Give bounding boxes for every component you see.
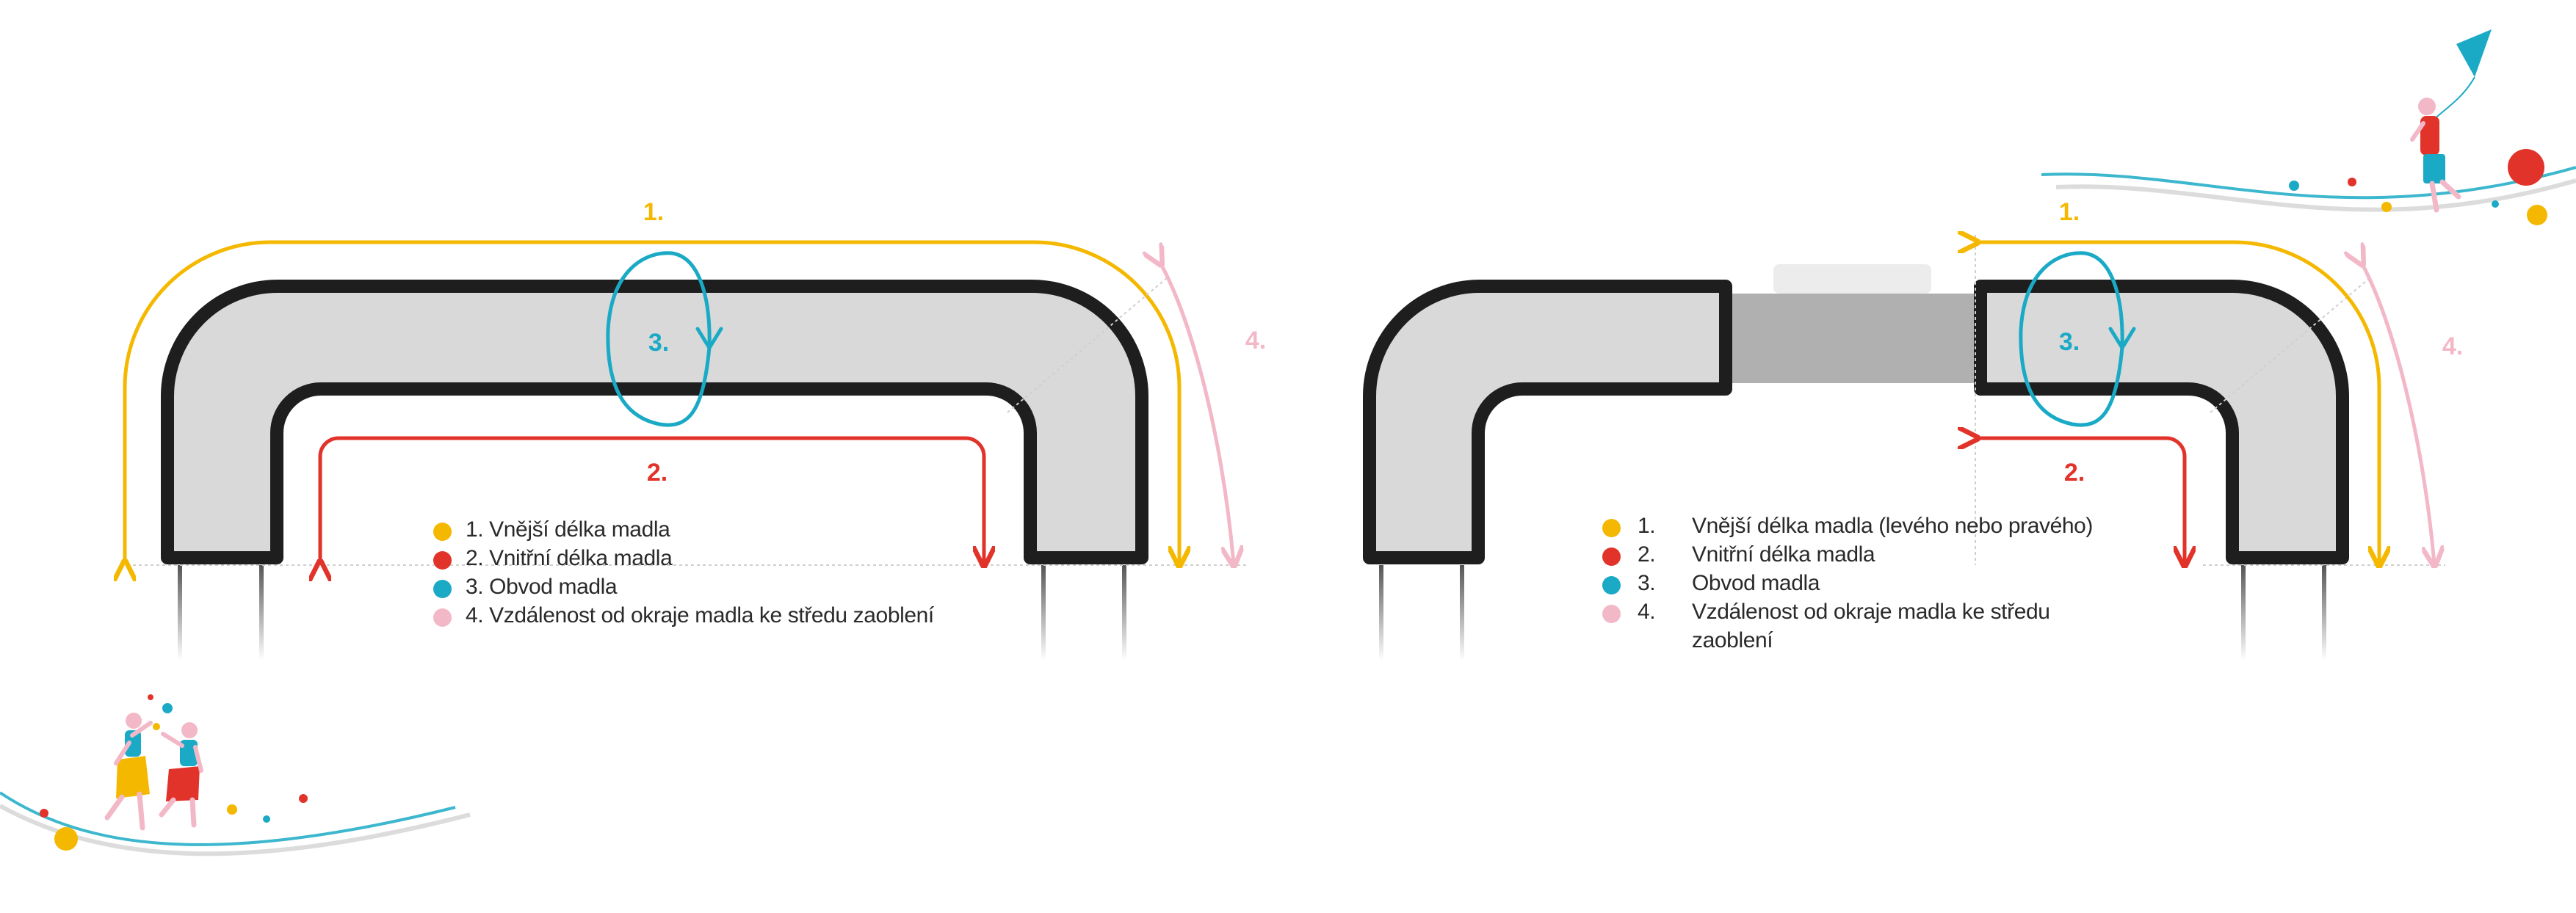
outer-color-dot	[1602, 519, 1621, 537]
left-handle-supports	[178, 565, 1126, 661]
left-legend: 1. Vnější délka madla 2. Vnitřní délka m…	[433, 517, 947, 632]
right-legend-label: Vnější délka madla (levého nebo pravého)	[1692, 514, 2094, 538]
right-legend: 1. Vnější délka madla (levého nebo pravé…	[1602, 514, 2131, 657]
left-legend-item-circumference: 3. Obvod madla	[433, 575, 947, 603]
right-circumference-arrowhead	[2108, 327, 2136, 350]
right-left-handle-segment	[1363, 280, 1732, 564]
right-legend-label: Obvod madla	[1692, 571, 1820, 595]
left-label-outer: 1.	[643, 198, 664, 226]
right-legend-item-circumference: 3. Obvod madla	[1602, 571, 2131, 600]
circumference-color-dot	[433, 580, 452, 598]
inner-color-dot	[433, 551, 452, 570]
right-legend-number: 4.	[1638, 600, 1656, 624]
left-legend-label: 3. Obvod madla	[466, 575, 618, 599]
right-legend-label: Vnitřní délka madla	[1692, 542, 1875, 567]
children-playing-icon	[0, 694, 471, 856]
distance-color-dot	[1602, 605, 1621, 623]
right-label-circumference: 3.	[2059, 328, 2080, 356]
circumference-color-dot	[1602, 576, 1621, 594]
middle-bar	[1729, 294, 1979, 383]
right-legend-number: 3.	[1638, 571, 1656, 595]
left-legend-item-distance: 4. Vzdálenost od okraje madla ke středu …	[433, 603, 947, 632]
right-legend-item-distance: 4. Vzdálenost od okraje madla ke středu	[1602, 600, 2131, 628]
right-handle-supports	[1379, 565, 2326, 661]
left-circumference-arrowhead	[695, 327, 723, 350]
right-legend-label-continuation: zaoblení	[1692, 628, 1773, 652]
left-legend-item-outer: 1. Vnější délka madla	[433, 517, 947, 546]
middle-bar-top	[1773, 264, 1931, 294]
left-legend-label: 1. Vnější délka madla	[466, 517, 670, 542]
left-legend-item-inner: 2. Vnitřní délka madla	[433, 546, 947, 575]
right-handle-diagram: 1. 2. 3. 4.	[1363, 198, 2463, 661]
left-legend-label: 4. Vzdálenost od okraje madla ke středu …	[466, 603, 934, 628]
child-with-kite-icon	[2041, 29, 2576, 225]
left-handle-shape	[161, 280, 1148, 564]
outer-color-dot	[433, 523, 452, 541]
left-distance-arrow	[1160, 263, 1234, 564]
left-label-inner: 2.	[647, 459, 667, 487]
distance-color-dot	[433, 608, 452, 627]
right-circumference-arrow	[2019, 251, 2124, 427]
left-label-circumference: 3.	[648, 329, 669, 357]
left-legend-label: 2. Vnitřní délka madla	[466, 546, 673, 570]
right-label-distance: 4.	[2442, 332, 2463, 360]
right-legend-item-outer: 1. Vnější délka madla (levého nebo pravé…	[1602, 514, 2131, 542]
inner-color-dot	[1602, 548, 1621, 566]
right-legend-label: Vzdálenost od okraje madla ke středu	[1692, 600, 2050, 624]
right-legend-number: 1.	[1638, 514, 1656, 538]
right-label-outer: 1.	[2059, 198, 2080, 226]
left-inner-length-arrow	[320, 436, 984, 564]
right-distance-arrow	[2362, 263, 2434, 564]
left-circumference-arrow	[606, 251, 712, 427]
right-legend-item-distance-cont: zaoblení	[1602, 628, 2131, 657]
left-handle-diagram: 1. 2. 3. 4.	[121, 198, 1266, 661]
right-legend-number: 2.	[1638, 542, 1656, 567]
left-label-distance: 4.	[1245, 327, 1266, 354]
right-label-inner: 2.	[2064, 459, 2085, 487]
right-legend-item-inner: 2. Vnitřní délka madla	[1602, 542, 2131, 571]
right-inner-length-arrow	[1975, 438, 2185, 564]
